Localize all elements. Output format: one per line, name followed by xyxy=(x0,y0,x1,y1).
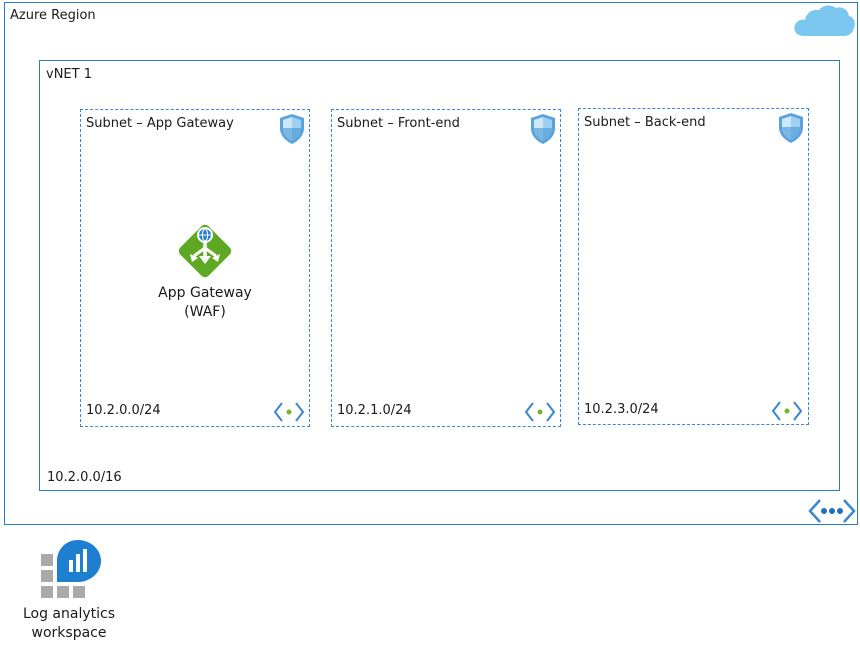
nsg-shield-icon xyxy=(279,113,305,145)
vnet-container xyxy=(39,60,840,491)
subnet-label: Subnet – Front-end xyxy=(337,116,460,131)
subnet-app-gateway xyxy=(80,109,310,427)
region-label: Azure Region xyxy=(10,8,96,23)
subnet-cidr: 10.2.3.0/24 xyxy=(584,402,659,417)
cloud-icon xyxy=(792,4,856,38)
nsg-shield-icon xyxy=(778,112,804,144)
application-gateway-icon xyxy=(172,218,238,284)
subnet-connection-icon xyxy=(273,401,305,423)
app-gateway-name: App Gateway xyxy=(158,285,252,301)
vnet-cidr: 10.2.0.0/16 xyxy=(47,470,122,485)
vnet-label: vNET 1 xyxy=(46,67,92,82)
subnet-connection-icon xyxy=(524,401,556,423)
subnet-front-end xyxy=(331,109,561,427)
azure-region-container xyxy=(4,2,858,525)
subnet-cidr: 10.2.1.0/24 xyxy=(337,403,412,418)
app-gateway-label: App Gateway (WAF) xyxy=(150,284,260,322)
log-analytics-icon xyxy=(40,538,104,600)
log-analytics-subtitle: workspace xyxy=(31,625,107,641)
virtual-network-icon xyxy=(808,497,856,525)
nsg-shield-icon xyxy=(530,113,556,145)
subnet-connection-icon xyxy=(771,400,803,422)
app-gateway-waf: (WAF) xyxy=(184,304,226,320)
subnet-cidr: 10.2.0.0/24 xyxy=(86,403,161,418)
subnet-back-end xyxy=(578,108,809,425)
log-analytics-name: Log analytics xyxy=(22,606,116,622)
log-analytics-label: Log analytics workspace xyxy=(10,605,128,643)
subnet-label: Subnet – Back-end xyxy=(584,115,706,130)
subnet-label: Subnet – App Gateway xyxy=(86,116,234,131)
